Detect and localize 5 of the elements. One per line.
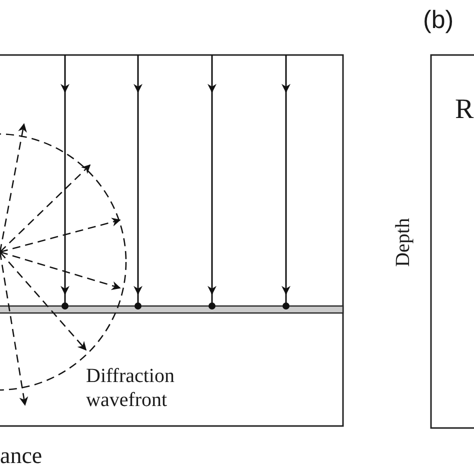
axis-label: Depth xyxy=(393,218,413,267)
wavefront-label: Diffraction wavefront xyxy=(86,364,176,412)
axis-label: ance xyxy=(0,444,42,467)
region-label: R xyxy=(455,96,474,124)
panel-label: (b) xyxy=(423,8,454,33)
